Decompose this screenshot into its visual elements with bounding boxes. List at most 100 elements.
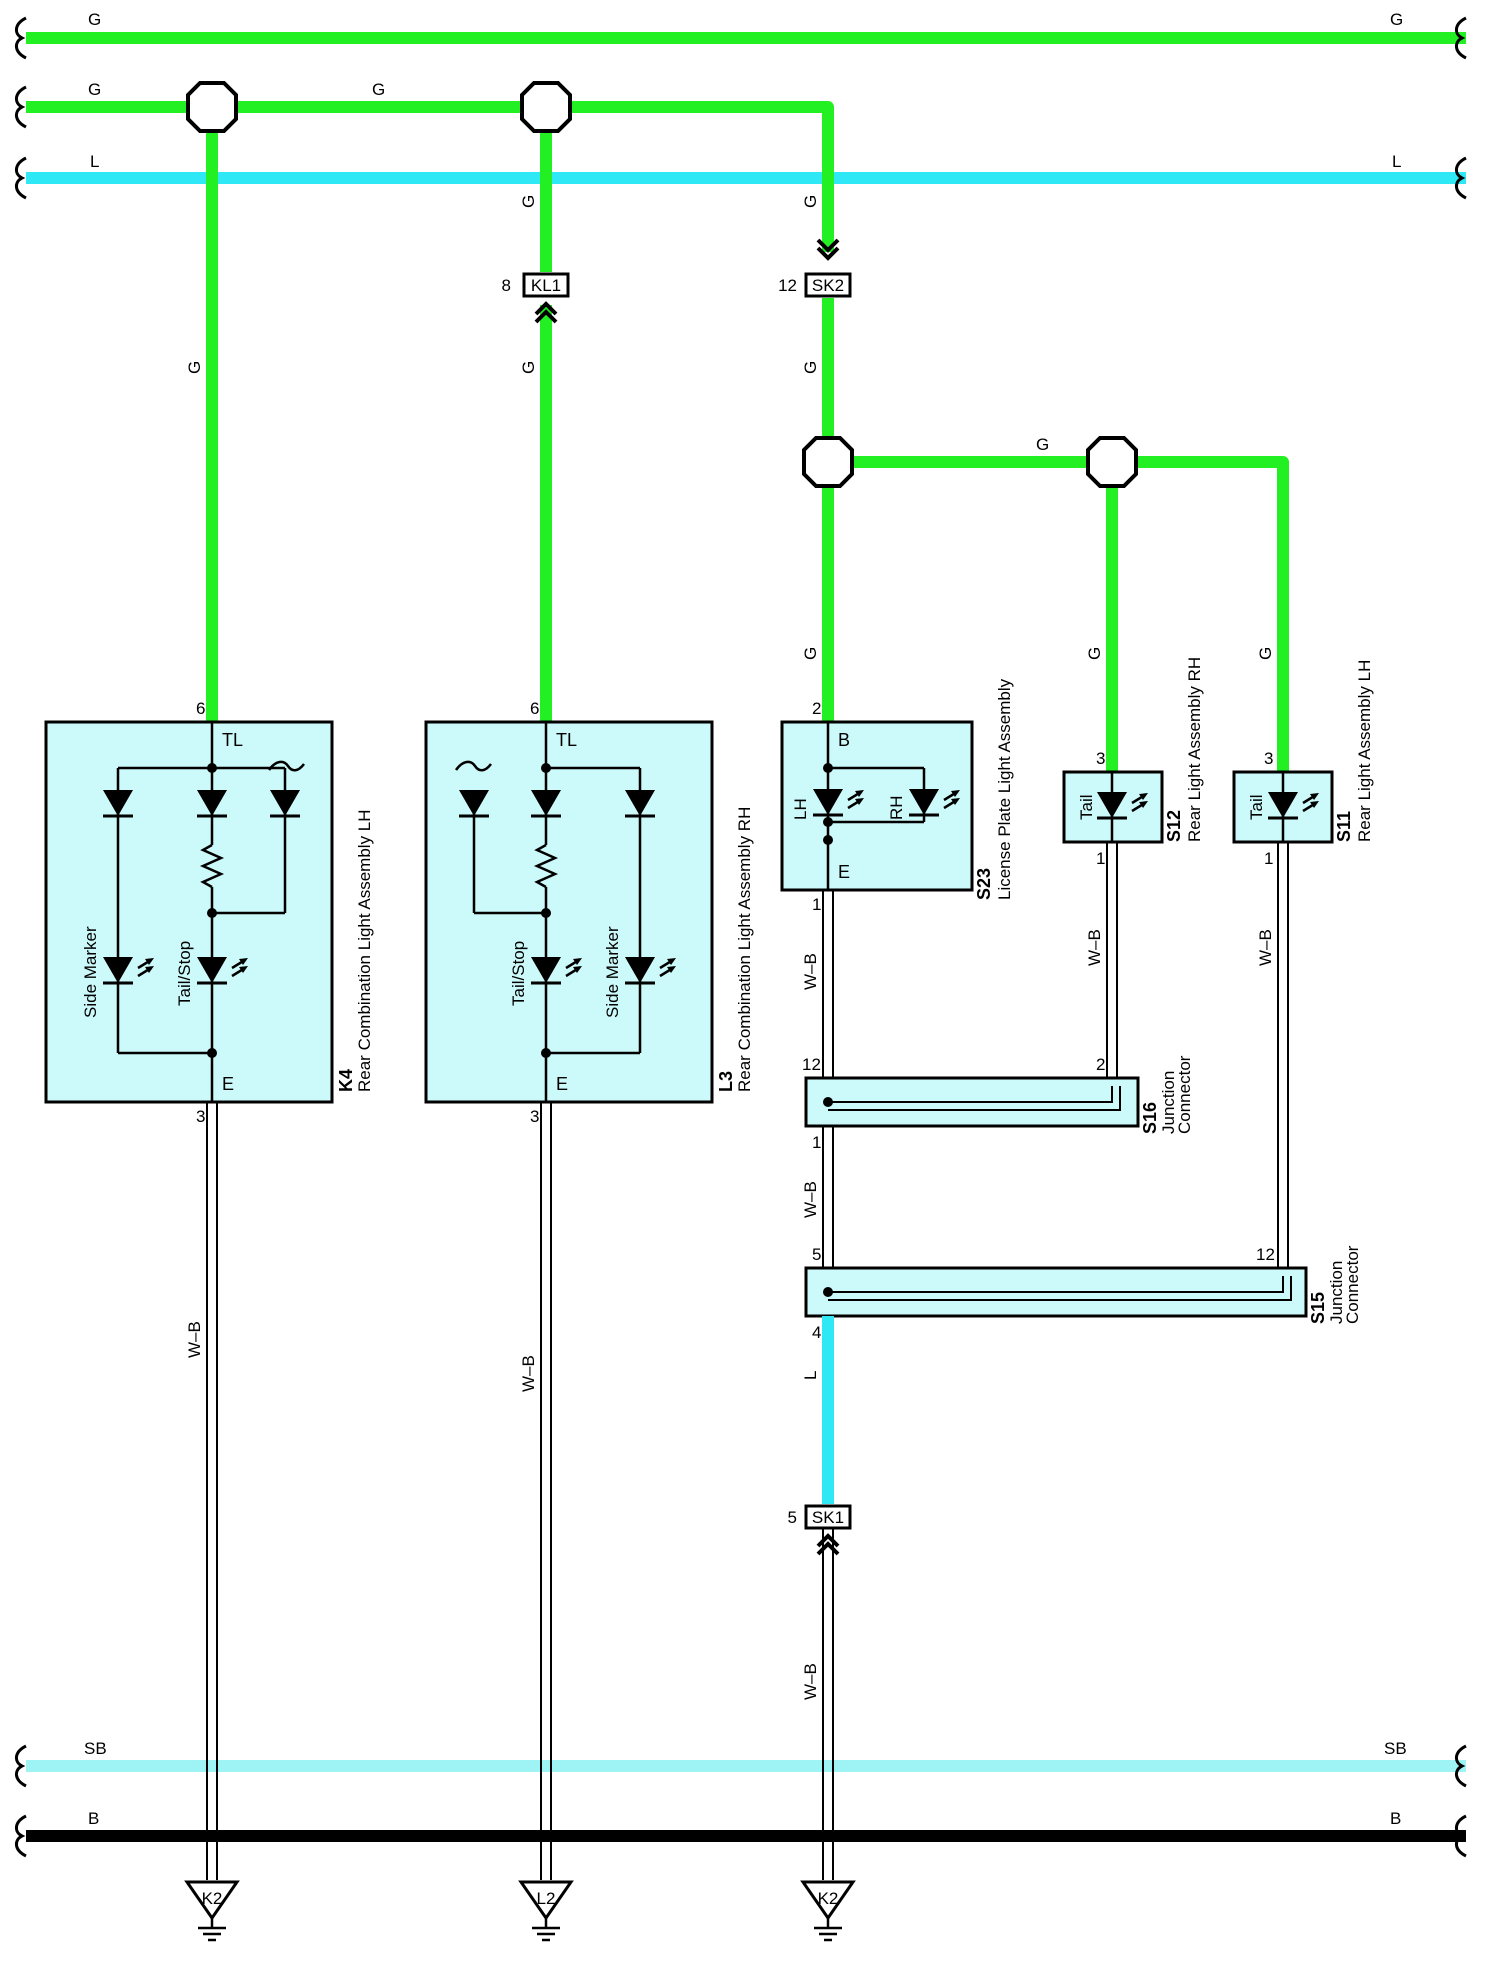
wire-label-wb6: W–B bbox=[1256, 929, 1275, 966]
s12-pin-bottom: 1 bbox=[1096, 849, 1105, 868]
wire-label-g1: G bbox=[185, 361, 204, 374]
s16-pin-b: 2 bbox=[1096, 1055, 1105, 1074]
s23-lh: LH bbox=[791, 798, 810, 820]
l3-pin-bottom: 3 bbox=[530, 1107, 539, 1126]
l-wire-sk1: L bbox=[801, 1316, 834, 1504]
wire-label-wb2: W–B bbox=[519, 1355, 538, 1392]
component-s23: 2 B E 1 LH RH S23 License Plate Light As… bbox=[780, 678, 1014, 914]
k4-tail-stop: Tail/Stop bbox=[175, 941, 194, 1006]
bus-label-g-second-mid: G bbox=[372, 80, 385, 99]
s11-tail: Tail bbox=[1247, 794, 1266, 820]
green-feeds bbox=[206, 107, 1289, 772]
s23-rh: RH bbox=[887, 795, 906, 820]
ground-label-sk: K2 bbox=[818, 1889, 839, 1908]
s16-code: S16 bbox=[1140, 1102, 1160, 1134]
ground-l2: L2 bbox=[519, 1880, 573, 1942]
splice-2 bbox=[520, 81, 572, 133]
s23-code: S23 bbox=[974, 868, 994, 900]
s15-pin-a: 5 bbox=[812, 1245, 821, 1264]
wire-label-wb3: W–B bbox=[801, 953, 820, 990]
l3-e: E bbox=[556, 1074, 568, 1094]
s15-title1: Junction bbox=[1327, 1261, 1346, 1324]
wire-label-wb7: W–B bbox=[801, 1663, 820, 1700]
connector-sk2: SK2 12 bbox=[778, 238, 852, 298]
connector-kl1-name: KL1 bbox=[531, 276, 561, 295]
k4-pin-bottom: 3 bbox=[196, 1107, 205, 1126]
s16-pin-a: 12 bbox=[802, 1055, 821, 1074]
s11-title: Rear Light Assembly LH bbox=[1355, 660, 1374, 842]
connector-sk2-pin: 12 bbox=[778, 276, 797, 295]
connector-kl1-pin: 8 bbox=[502, 276, 511, 295]
s23-pin-top: 2 bbox=[812, 699, 821, 718]
splice-3 bbox=[802, 436, 854, 488]
s16-title2: Connector bbox=[1175, 1055, 1194, 1134]
l3-tl: TL bbox=[556, 730, 577, 750]
ground-label-l3: L2 bbox=[537, 1889, 556, 1908]
connector-sk2-name: SK2 bbox=[812, 276, 844, 295]
s11-pin-top: 3 bbox=[1264, 749, 1273, 768]
s15-code: S15 bbox=[1308, 1292, 1328, 1324]
bus-lines: G G G G L L SB SB B B bbox=[14, 10, 1468, 1858]
wire-label-wb1: W–B bbox=[185, 1321, 204, 1358]
s16-pin-c: 1 bbox=[812, 1133, 821, 1152]
k4-tl: TL bbox=[222, 730, 243, 750]
wire-label-g9: G bbox=[1256, 647, 1275, 660]
bus-label-b-right: B bbox=[1390, 1809, 1401, 1828]
ground-k2-left: K2 bbox=[185, 1880, 239, 1942]
bus-label-l-left: L bbox=[90, 152, 99, 171]
wire-label-g5: G bbox=[801, 361, 820, 374]
wire-label-g6: G bbox=[1036, 435, 1049, 454]
bus-label-g-second-left: G bbox=[88, 80, 101, 99]
k4-title: Rear Combination Light Assembly LH bbox=[355, 809, 374, 1092]
connector-kl1: KL1 8 bbox=[502, 272, 570, 324]
connector-sk1-name: SK1 bbox=[812, 1508, 844, 1527]
l3-code: L3 bbox=[716, 1071, 736, 1092]
component-l3: 6 TL E 3 Tail/Stop Side Marker L3 Rear C… bbox=[424, 699, 754, 1126]
s23-title: License Plate Light Assembly bbox=[995, 678, 1014, 900]
bus-label-sb-right: SB bbox=[1384, 1739, 1407, 1758]
k4-pin-top: 6 bbox=[196, 699, 205, 718]
component-s16: 12 2 1 S16 Junction Connector bbox=[802, 1055, 1194, 1152]
s11-code: S11 bbox=[1334, 811, 1354, 842]
s12-code: S12 bbox=[1164, 810, 1184, 842]
s15-title2: Connector bbox=[1343, 1245, 1362, 1324]
bus-label-b-left: B bbox=[88, 1809, 99, 1828]
g-bus-second bbox=[26, 101, 834, 252]
wire-label-wb5: W–B bbox=[1085, 929, 1104, 966]
bus-label-sb-left: SB bbox=[84, 1739, 107, 1758]
k4-code: K4 bbox=[336, 1069, 356, 1092]
green-wire-labels: G G G G G G G G G bbox=[185, 195, 1275, 660]
bus-label-l-right: L bbox=[1392, 152, 1401, 171]
bus-label-g-top-right: G bbox=[1390, 10, 1403, 29]
wire-label-g7: G bbox=[801, 647, 820, 660]
s15-pin-b: 12 bbox=[1256, 1245, 1275, 1264]
k4-side-marker: Side Marker bbox=[81, 926, 100, 1018]
l3-pin-top: 6 bbox=[530, 699, 539, 718]
component-s11: 3 1 Tail S11 Rear Light Assembly LH bbox=[1232, 660, 1374, 868]
s23-pin-bottom: 1 bbox=[812, 895, 821, 914]
ground-k2-right: K2 bbox=[801, 1880, 855, 1942]
bus-label-g-top-left: G bbox=[88, 10, 101, 29]
wire-label-g8: G bbox=[1085, 647, 1104, 660]
ground-label-k4: K2 bbox=[202, 1889, 223, 1908]
wire-label-wb4: W–B bbox=[801, 1181, 820, 1218]
splice-4 bbox=[1086, 436, 1138, 488]
connector-sk1-pin: 5 bbox=[788, 1508, 797, 1527]
s11-pin-bottom: 1 bbox=[1264, 849, 1273, 868]
s12-pin-top: 3 bbox=[1096, 749, 1105, 768]
splices bbox=[186, 81, 1138, 488]
s23-e: E bbox=[838, 862, 850, 882]
component-k4: 6 TL E 3 Side Marker Tail/Stop K4 Rear C… bbox=[44, 699, 374, 1126]
splice-1 bbox=[186, 81, 238, 133]
s16-title1: Junction bbox=[1159, 1071, 1178, 1134]
l3-tail-stop: Tail/Stop bbox=[509, 941, 528, 1006]
s23-b: B bbox=[838, 730, 850, 750]
wire-label-g2: G bbox=[519, 195, 538, 208]
l3-title: Rear Combination Light Assembly RH bbox=[735, 807, 754, 1092]
l3-side-marker: Side Marker bbox=[603, 926, 622, 1018]
wire-label-g4: G bbox=[801, 195, 820, 208]
wb-wires: W–B W–B W–B W–B W–B W–B W–B bbox=[185, 842, 1289, 1880]
component-s15: 5 12 4 S15 Junction Connector bbox=[804, 1245, 1362, 1342]
k4-e: E bbox=[222, 1074, 234, 1094]
